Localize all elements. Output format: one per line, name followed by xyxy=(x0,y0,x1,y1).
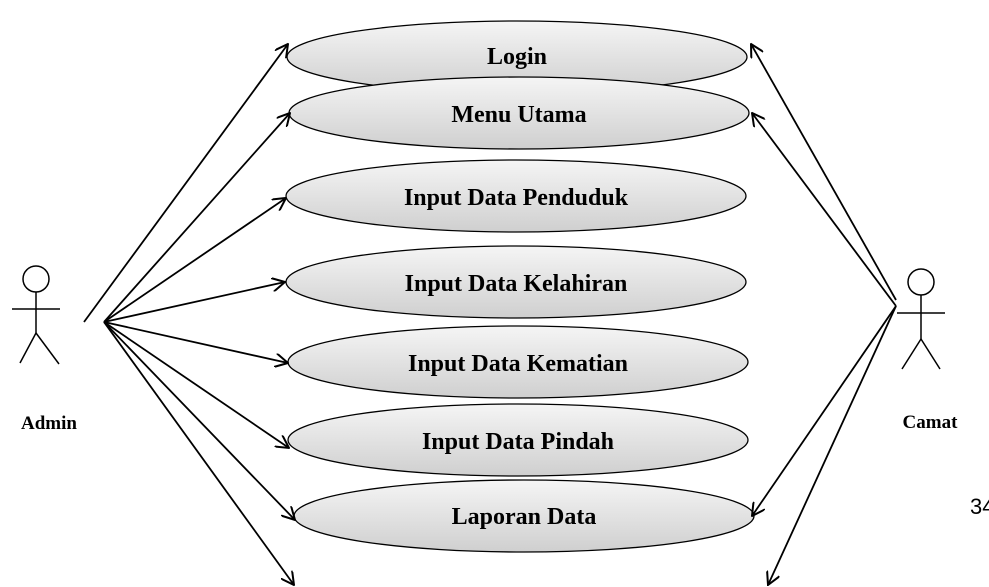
use-case-input-data-kelahiran: Input Data Kelahiran xyxy=(285,245,747,319)
admin-to-offpage-arrow xyxy=(103,321,294,585)
use-case-login: Login xyxy=(286,20,748,94)
use-case-label: Input Data Kematian xyxy=(408,351,628,377)
use-case-input-data-kematian: Input Data Kematian xyxy=(287,325,749,399)
use-case-label: Input Data Penduduk xyxy=(404,185,629,211)
use-case-input-data-pindah: Input Data Pindah xyxy=(287,403,749,477)
use-case-label: Laporan Data xyxy=(452,504,597,530)
admin-to-input-kematian-arrow xyxy=(103,321,288,363)
use-case-label: Input Data Pindah xyxy=(422,429,614,455)
camat-to-laporan-data-arrow xyxy=(752,305,897,516)
admin-to-laporan-data-arrow xyxy=(103,321,295,520)
admin-to-login-arrow xyxy=(83,44,288,323)
admin-to-input-kelahiran-arrow xyxy=(103,282,285,323)
admin-actor-label: Admin xyxy=(21,413,77,434)
admin-to-menu-utama-arrow xyxy=(103,113,290,323)
camat-associations xyxy=(751,44,897,585)
use-case-laporan-data: Laporan Data xyxy=(293,479,755,553)
page-number: 34 xyxy=(970,494,989,519)
camat-actor-label: Camat xyxy=(903,412,959,433)
use-case-label: Menu Utama xyxy=(451,102,586,128)
admin-associations xyxy=(83,44,295,585)
camat-to-menu-utama-arrow xyxy=(752,113,897,307)
admin-actor-icon xyxy=(12,265,60,365)
admin-to-input-penduduk-arrow xyxy=(103,198,286,323)
camat-actor-icon xyxy=(897,268,945,370)
camat-to-offpage-arrow xyxy=(768,305,897,585)
use-case-menu-utama: Menu Utama xyxy=(288,76,750,150)
use-case-label: Input Data Kelahiran xyxy=(405,271,628,297)
admin-to-input-pindah-arrow xyxy=(103,321,289,448)
camat-to-login-arrow xyxy=(751,44,897,301)
use-case-input-data-penduduk: Input Data Penduduk xyxy=(285,159,747,233)
use-case-label: Login xyxy=(487,44,547,70)
